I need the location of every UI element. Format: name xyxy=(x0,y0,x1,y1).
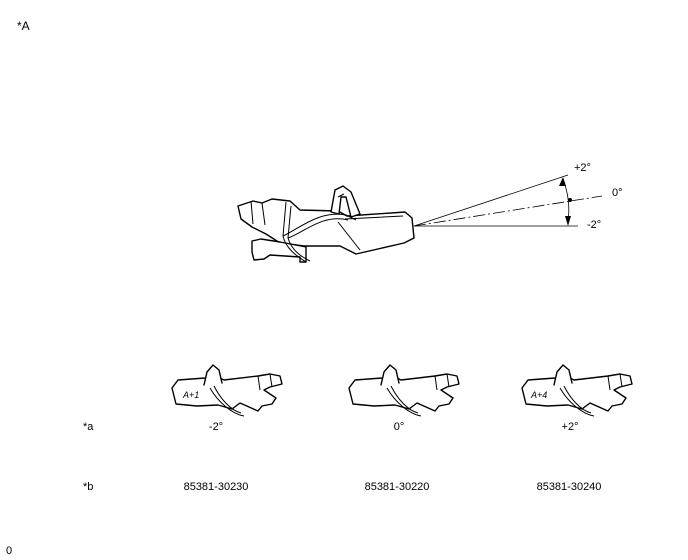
variant-angle-3: +2° xyxy=(561,421,579,433)
variant-angle-2: 0° xyxy=(393,421,405,433)
main-sensor-illustration xyxy=(237,185,415,263)
angle-center-dot xyxy=(568,198,572,202)
plus-2-degree-line xyxy=(413,174,569,227)
angle-label-plus: +2° xyxy=(574,162,591,174)
row-label-b: *b xyxy=(83,481,94,493)
variant-illustration-2 xyxy=(348,364,460,417)
row-label-a: *a xyxy=(83,421,94,433)
part-number-3: 85381-30240 xyxy=(536,481,602,493)
variant-angle-1: -2° xyxy=(208,421,224,433)
variant-illustration-3 xyxy=(521,364,633,417)
zero-degree-line xyxy=(413,195,603,227)
arrow-down-icon xyxy=(565,216,571,226)
variant-illustration-1 xyxy=(171,364,283,417)
angle-label-minus: -2° xyxy=(587,219,602,231)
variant-mark-1: A+1 xyxy=(182,390,199,400)
arrow-up-icon xyxy=(559,177,566,186)
footer-code: 0 xyxy=(6,545,13,557)
part-number-1: 85381-30230 xyxy=(183,481,249,493)
part-number-2: 85381-30220 xyxy=(364,481,430,493)
figure-label: *A xyxy=(17,19,30,33)
angle-indicator xyxy=(413,174,603,227)
angle-label-zero: 0° xyxy=(612,187,623,199)
variant-mark-3: A+4 xyxy=(530,390,547,400)
